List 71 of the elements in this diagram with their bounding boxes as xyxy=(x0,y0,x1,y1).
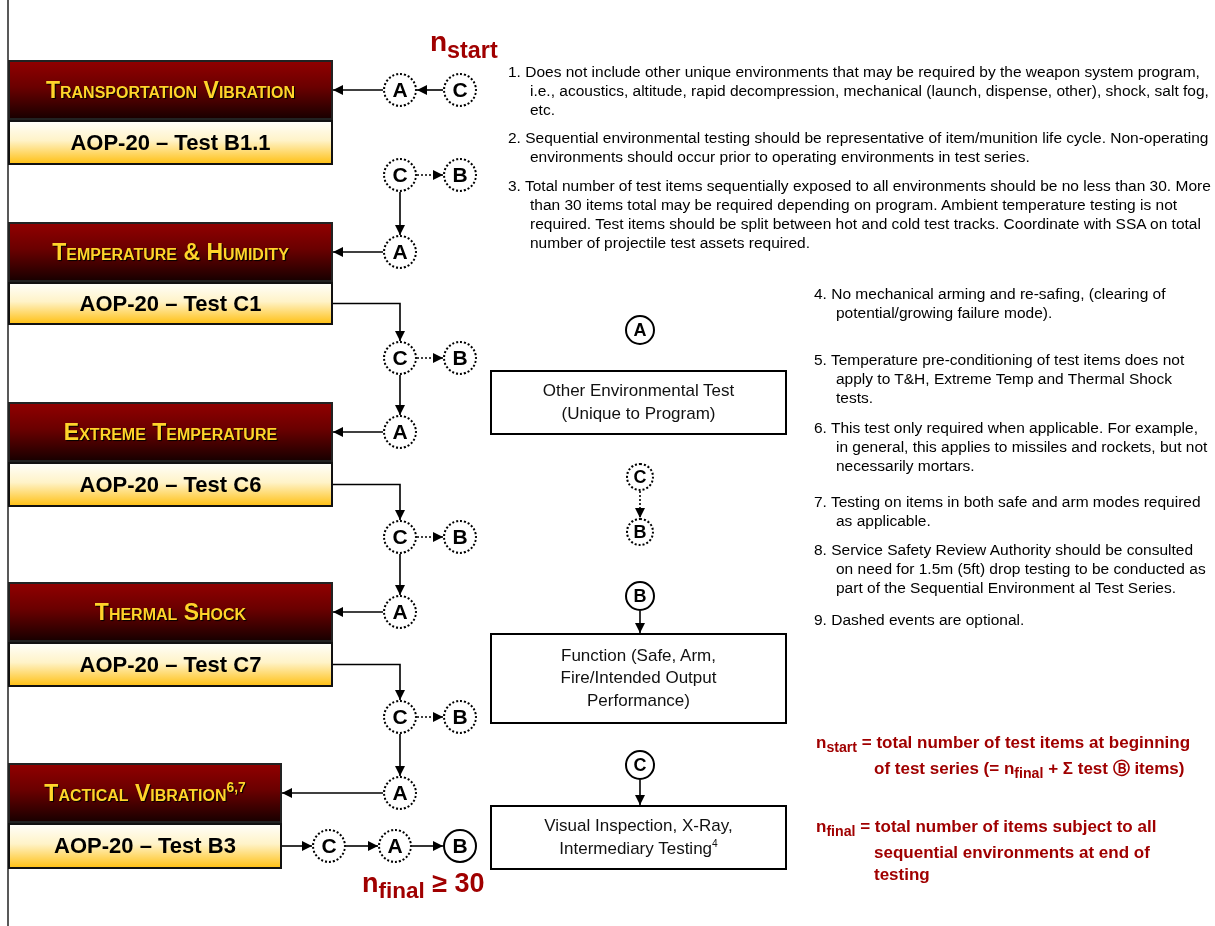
arrow xyxy=(332,663,405,701)
event-circle: B xyxy=(443,158,477,192)
arrow xyxy=(332,247,384,257)
dotted-arrow xyxy=(416,532,444,542)
arrow xyxy=(332,483,405,521)
event-circle: B xyxy=(443,829,477,863)
test-reference-box: AOP-20 – Test B1.1 xyxy=(8,120,333,165)
event-circle: A xyxy=(625,315,655,345)
event-circle: A xyxy=(383,73,417,107)
definition-text: n$_{final}$ = total number of items subject to all sequential environments at end of testing xyxy=(816,816,1158,887)
test-header-bar: Temperature & Humidity xyxy=(8,222,333,282)
arrow xyxy=(395,733,405,777)
note-text: 8. Service Safety Review Authority should be consulted on need for 1.5m (5ft) drop testing to be conducted as part of the Sequential Environment al Test Series. xyxy=(814,540,1207,597)
process-box: Function (Safe, Arm, Fire/Intended Output Performance) xyxy=(490,633,787,724)
event-circle: C xyxy=(626,463,654,491)
event-circle: B xyxy=(443,700,477,734)
variable-label: n$_{final}$ ≥ 30 xyxy=(362,868,485,905)
event-circle: A xyxy=(383,776,417,810)
note-text: 7. Testing on items in both safe and arm modes required as applicable. xyxy=(814,492,1202,530)
note-text: 1. Does not include other unique environments that may be required by the weapon system program, i.e., acoustics, altitude, rapid decompression, mechanical (launch, dispense, other), shock, salt fog, etc. xyxy=(508,62,1210,119)
event-circle: B xyxy=(626,518,654,546)
arrow xyxy=(281,788,384,798)
arrow xyxy=(395,191,405,236)
event-circle: B xyxy=(625,581,655,611)
event-circle: C xyxy=(383,520,417,554)
arrow xyxy=(332,427,384,437)
test-reference-box: AOP-20 – Test C1 xyxy=(8,282,333,325)
arrow xyxy=(281,841,313,851)
test-reference-box: AOP-20 – Test C7 xyxy=(8,642,333,687)
note-text: 4. No mechanical arming and re-safing, (clearing of potential/growing failure mode). xyxy=(814,284,1167,322)
event-circle: A xyxy=(383,415,417,449)
process-box: Other Environmental Test (Unique to Program) xyxy=(490,370,787,435)
event-circle: C xyxy=(625,750,655,780)
note-text: 9. Dashed events are optional. xyxy=(814,610,1026,629)
note-text: 3. Total number of test items sequentially exposed to all environments should be no less than 30. More than 30 items total may be required depending on program. Ambient temperature testing is not required. Test items should be split between hot and cold test tracks. Coordinate with SSA on total number of projectile test assets required. xyxy=(508,176,1212,252)
arrow xyxy=(416,85,444,95)
arrow xyxy=(635,610,645,634)
test-reference-box: AOP-20 – Test C6 xyxy=(8,462,333,507)
event-circle: B xyxy=(443,341,477,375)
note-text: 6. This test only required when applicable. For example, in general, this applies to missiles and rockets, but not necessarily mortars. xyxy=(814,418,1209,475)
arrow xyxy=(395,374,405,416)
event-circle: B xyxy=(443,520,477,554)
test-header-bar: Extreme Temperature xyxy=(8,402,333,462)
note-text: 5. Temperature pre-conditioning of test items does not apply to T&H, Extreme Temp and Thermal Shock tests. xyxy=(814,350,1186,407)
arrow xyxy=(635,779,645,806)
event-circle: A xyxy=(383,235,417,269)
dotted-arrow xyxy=(416,170,444,180)
dotted-arrow xyxy=(416,712,444,722)
variable-label: n$_{start}$ xyxy=(430,26,498,64)
arrow xyxy=(395,553,405,596)
event-circle: C xyxy=(383,341,417,375)
dotted-arrow xyxy=(416,353,444,363)
test-reference-box: AOP-20 – Test B3 xyxy=(8,823,282,869)
arrow xyxy=(332,302,405,342)
event-circle: A xyxy=(383,595,417,629)
event-circle: C xyxy=(312,829,346,863)
dotted-arrow xyxy=(635,490,645,519)
definition-text: n$_{start}$ = total number of test items at beginning of test series (= n$_{final}$ + Σ test Ⓑ items) xyxy=(816,732,1192,784)
event-circle: C xyxy=(443,73,477,107)
arrow xyxy=(411,841,444,851)
test-header-bar: Thermal Shock xyxy=(8,582,333,642)
event-circle: C xyxy=(383,158,417,192)
arrow xyxy=(332,607,384,617)
process-box: Visual Inspection, X-Ray, Intermediary Testing$^{4}$ xyxy=(490,805,787,870)
test-header-bar: Transportation Vibration xyxy=(8,60,333,120)
note-text: 2. Sequential environmental testing should be representative of item/munition life cycle. Non-operating environments should occur prior to operating environments in test series. xyxy=(508,128,1210,166)
test-header-bar: Tactical Vibration$^{6,7}$ xyxy=(8,763,282,823)
event-circle: A xyxy=(378,829,412,863)
arrow xyxy=(332,85,384,95)
arrow xyxy=(345,841,379,851)
event-circle: C xyxy=(383,700,417,734)
